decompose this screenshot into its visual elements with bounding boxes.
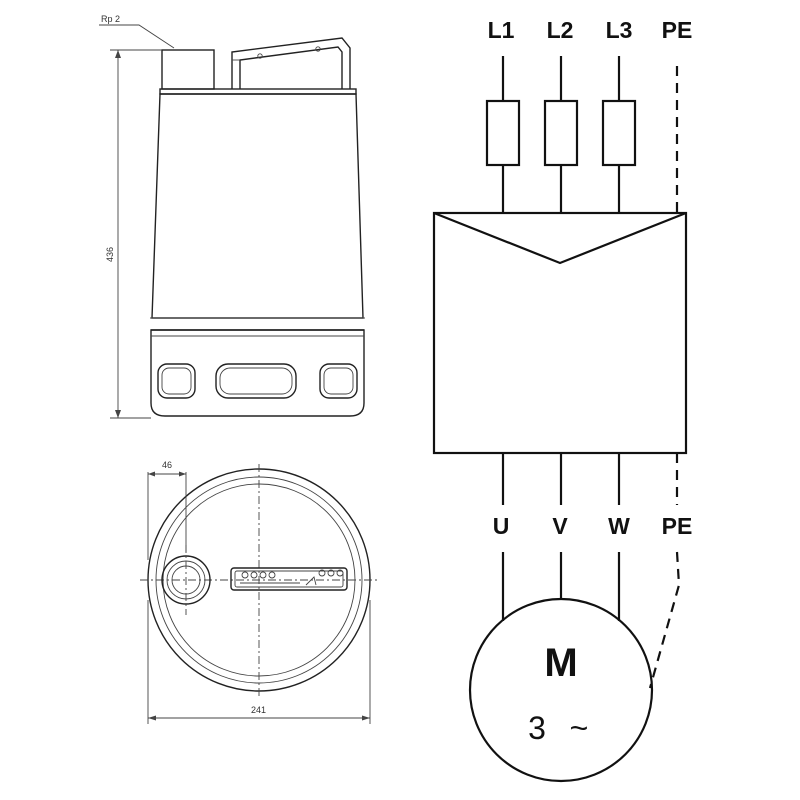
offset-dimension-value: 46 (162, 460, 172, 470)
terminal-label-v: V (552, 513, 568, 539)
diameter-dimension: 241 (147, 600, 371, 724)
motor-feed-wires (501, 551, 681, 689)
terminal-label-l3: L3 (606, 17, 633, 43)
strainer-slot-right (319, 363, 358, 399)
outlet-port-top (161, 545, 211, 615)
strainer-slot-center (215, 363, 297, 399)
terminal-label-pe-supply: PE (662, 17, 693, 43)
outlet-leader-line (99, 24, 175, 49)
height-dimension: 436 (105, 49, 162, 419)
ac-symbol-icon: ~ (570, 710, 589, 746)
offset-dimension: 46 (147, 460, 187, 560)
motor-symbol (468, 597, 654, 783)
pump-base-strainer (150, 329, 365, 417)
fuse-l2 (543, 99, 579, 167)
handle-top (230, 567, 348, 591)
pe-motor-wire (648, 551, 681, 689)
outlet-stub (161, 49, 215, 90)
terminal-label-l2: L2 (547, 17, 574, 43)
height-dimension-value: 436 (105, 247, 115, 262)
outlet-size-label: Rp 2 (101, 14, 120, 24)
motor-label: M (544, 641, 577, 685)
terminal-label-w: W (608, 513, 630, 539)
control-box (432, 211, 688, 455)
carry-handle (231, 37, 351, 89)
terminal-label-l1: L1 (488, 17, 515, 43)
terminal-label-u: U (493, 513, 510, 539)
output-wires (501, 453, 679, 505)
fuse-l3 (601, 99, 637, 167)
terminal-label-pe-motor: PE (662, 513, 693, 539)
control-box-chevron (433, 211, 687, 265)
pump-body (151, 93, 364, 319)
wiring-diagram: L1 L2 L3 PE U V W PE (432, 17, 693, 783)
fuse-l1 (485, 99, 521, 167)
motor-phase-count: 3 (528, 710, 546, 746)
pump-top-cap (159, 88, 357, 95)
diameter-dimension-value: 241 (251, 705, 266, 715)
pump-side-view: Rp 2 (99, 14, 365, 419)
strainer-slot-left (157, 363, 196, 399)
supply-wires (501, 56, 679, 213)
pump-top-view: 46 241 (140, 460, 378, 724)
